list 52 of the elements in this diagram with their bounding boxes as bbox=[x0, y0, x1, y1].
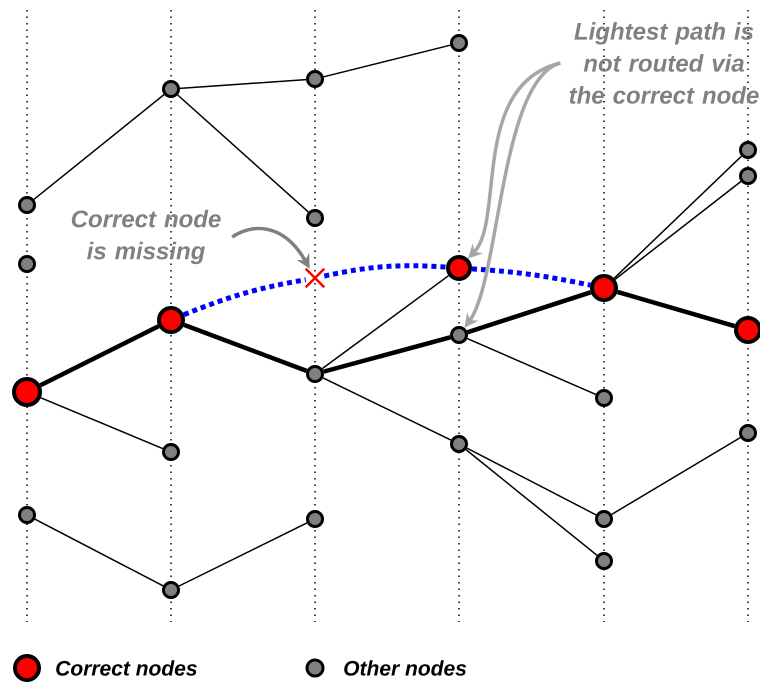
graph-node bbox=[450, 34, 468, 52]
graph-node bbox=[306, 209, 324, 227]
graph-node bbox=[734, 316, 760, 344]
edge-line bbox=[40, 397, 163, 450]
highlighted-path bbox=[183, 322, 308, 373]
cross-mark bbox=[304, 268, 326, 288]
edge-line bbox=[466, 447, 596, 516]
edge-line bbox=[34, 94, 164, 200]
graph-node bbox=[450, 435, 468, 453]
edge-line bbox=[180, 78, 306, 90]
graph-node bbox=[18, 255, 36, 273]
edge-line bbox=[34, 518, 164, 586]
edge-line bbox=[177, 94, 309, 213]
graph-node bbox=[595, 510, 613, 528]
graph-node bbox=[18, 196, 36, 214]
graph-node bbox=[595, 389, 613, 407]
legend-label: Correct nodes bbox=[56, 660, 197, 676]
graph-node bbox=[306, 510, 324, 528]
edge-line bbox=[614, 180, 742, 280]
graph-node bbox=[446, 255, 472, 281]
edge-line bbox=[322, 275, 449, 370]
edge-line bbox=[322, 377, 452, 441]
legend-label: Other nodes bbox=[344, 660, 466, 676]
highlighted-path bbox=[616, 290, 736, 328]
graph-node bbox=[157, 306, 185, 334]
edge-line bbox=[178, 522, 308, 587]
graph-node bbox=[162, 581, 180, 599]
edge-line bbox=[466, 449, 598, 556]
graph-node bbox=[306, 70, 324, 88]
graph-node bbox=[12, 377, 42, 407]
edge-line bbox=[611, 436, 741, 516]
graph-node bbox=[306, 365, 324, 383]
dotted-path bbox=[472, 266, 591, 288]
highlighted-path bbox=[39, 324, 160, 388]
highlighted-path bbox=[466, 290, 592, 334]
graph-node bbox=[450, 326, 468, 344]
graph-node bbox=[18, 506, 36, 524]
edge-line bbox=[466, 338, 596, 396]
graph-node bbox=[739, 141, 757, 159]
dotted-path bbox=[324, 263, 446, 278]
dotted-path bbox=[183, 277, 306, 318]
graph-node bbox=[739, 424, 757, 442]
highlighted-path bbox=[323, 335, 451, 374]
graph-node bbox=[739, 167, 757, 185]
graph-node bbox=[595, 552, 613, 570]
edge-line bbox=[614, 156, 742, 279]
graph-node bbox=[162, 80, 180, 98]
graph-node bbox=[590, 274, 618, 302]
annotation-text: Correct node is missing bbox=[72, 210, 221, 264]
edge-line bbox=[324, 44, 450, 78]
graph-node bbox=[162, 443, 180, 461]
annotation-text: Lightest path is not routed via the correct node bbox=[570, 22, 759, 104]
